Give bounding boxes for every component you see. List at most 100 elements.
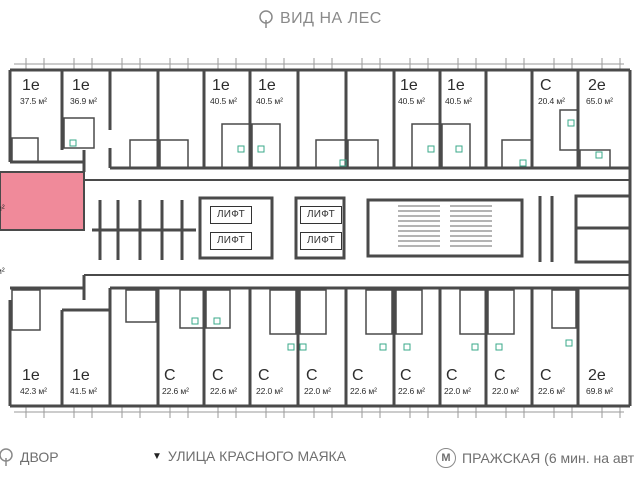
- fixture: [567, 119, 575, 127]
- apartment-area: 22.0: [304, 386, 331, 396]
- apartment-area: 22.6: [350, 386, 377, 396]
- apartment-type[interactable]: 2e: [588, 77, 606, 94]
- corridor: [84, 179, 630, 276]
- window-marker: [25, 406, 45, 418]
- apartment-type[interactable]: 1e: [258, 77, 276, 94]
- metro-label: ПРАЖСКАЯ (6 мин. на авт: [462, 450, 635, 466]
- apartment-type[interactable]: С: [258, 367, 270, 384]
- view-title: ВИД НА ЛЕС: [280, 10, 382, 27]
- fixture: [495, 343, 503, 351]
- apartment-area: 42.3: [20, 386, 47, 396]
- apartment-type[interactable]: С: [352, 367, 364, 384]
- apartment-area: 36.9: [70, 96, 97, 106]
- window-strips-bottom: [14, 406, 624, 418]
- fixture: [287, 343, 295, 351]
- apartment-type[interactable]: С: [540, 77, 552, 94]
- window-marker: [169, 58, 189, 70]
- apartment-area: 41.5: [70, 386, 97, 396]
- fixture: [471, 343, 479, 351]
- apartment-area: 69.8: [586, 386, 613, 396]
- apartment-area: 22.6: [162, 386, 189, 396]
- apartment-type[interactable]: С: [540, 367, 552, 384]
- apartment-type[interactable]: 1e: [22, 77, 40, 94]
- apartment-area: 40.5: [210, 96, 237, 106]
- outer-walls: [8, 68, 632, 408]
- apartment-type[interactable]: 1e: [72, 77, 90, 94]
- window-marker: [217, 58, 237, 70]
- apartment-type[interactable]: 2e: [588, 367, 606, 384]
- core-block: [92, 196, 346, 260]
- apartment-type[interactable]: С: [164, 367, 176, 384]
- tree-icon: [0, 448, 13, 466]
- lift-label: ЛИФТ: [300, 232, 342, 250]
- stairwell: [366, 198, 524, 258]
- window-marker: [505, 406, 525, 418]
- fixtures: [69, 119, 603, 351]
- window-marker: [217, 406, 237, 418]
- yard-label: ДВОР: [20, 449, 59, 465]
- window-marker: [121, 406, 141, 418]
- apartment-type[interactable]: С: [494, 367, 506, 384]
- footer-street: ▼ УЛИЦА КРАСНОГО МАЯКА: [152, 448, 346, 464]
- window-marker: [73, 406, 93, 418]
- apartment-type[interactable]: 1e: [72, 367, 90, 384]
- lift-label: ЛИФТ: [210, 232, 252, 250]
- lift-label: ЛИФТ: [210, 206, 252, 224]
- fixture: [299, 343, 307, 351]
- apartment-area: 22.0: [492, 386, 519, 396]
- fixture: [69, 139, 77, 147]
- top-partitions: [10, 70, 630, 172]
- apartment-type[interactable]: 1e: [212, 77, 230, 94]
- apartment-type[interactable]: С: [400, 367, 412, 384]
- apartment-area: 40.5: [256, 96, 283, 106]
- fixture: [565, 339, 573, 347]
- stairs: [398, 205, 492, 247]
- apartment-type[interactable]: 1e: [22, 367, 40, 384]
- fixture: [191, 317, 199, 325]
- apartment-area: 40.5: [398, 96, 425, 106]
- street-label: УЛИЦА КРАСНОГО МАЯКА: [167, 448, 347, 464]
- fixture: [427, 145, 435, 153]
- apartment-area: 37.5: [20, 96, 47, 106]
- window-marker: [409, 406, 429, 418]
- fixture: [213, 317, 221, 325]
- window-marker: [25, 58, 45, 70]
- apartment-type[interactable]: С: [306, 367, 318, 384]
- footer-yard: ДВОР: [0, 448, 59, 466]
- apartment-area: 22.0: [256, 386, 283, 396]
- bathrooms-top: [11, 109, 611, 169]
- apartment-area: 22.6: [210, 386, 237, 396]
- window-marker: [601, 58, 621, 70]
- apartment-type[interactable]: С: [212, 367, 224, 384]
- window-marker: [121, 58, 141, 70]
- apartment-type[interactable]: 1e: [447, 77, 465, 94]
- window-marker: [265, 406, 285, 418]
- side-area-suffix: м²: [0, 266, 5, 276]
- fixture: [339, 159, 347, 167]
- window-marker: [601, 406, 621, 418]
- apartment-type[interactable]: С: [446, 367, 458, 384]
- highlighted-apartment[interactable]: [0, 171, 85, 231]
- fixture: [455, 145, 463, 153]
- window-marker: [361, 406, 381, 418]
- apartment-type[interactable]: 1e: [400, 77, 418, 94]
- window-marker: [409, 58, 429, 70]
- right-core: [538, 194, 632, 264]
- triangle-down-icon: ▼: [152, 450, 162, 462]
- window-marker: [457, 406, 477, 418]
- window-strips-top: [14, 58, 624, 70]
- window-marker: [73, 58, 93, 70]
- fixture: [595, 151, 603, 159]
- apartment-area: 40.5: [445, 96, 472, 106]
- apartment-area: 22.6: [538, 386, 565, 396]
- window-marker: [505, 58, 525, 70]
- fixture: [379, 343, 387, 351]
- window-marker: [265, 58, 285, 70]
- apartment-area: 22.6: [398, 386, 425, 396]
- fixture: [519, 159, 527, 167]
- window-marker: [313, 58, 333, 70]
- bathrooms-bottom: [11, 289, 577, 335]
- metro-icon: М: [436, 448, 456, 468]
- apartment-area: 65.0: [586, 96, 613, 106]
